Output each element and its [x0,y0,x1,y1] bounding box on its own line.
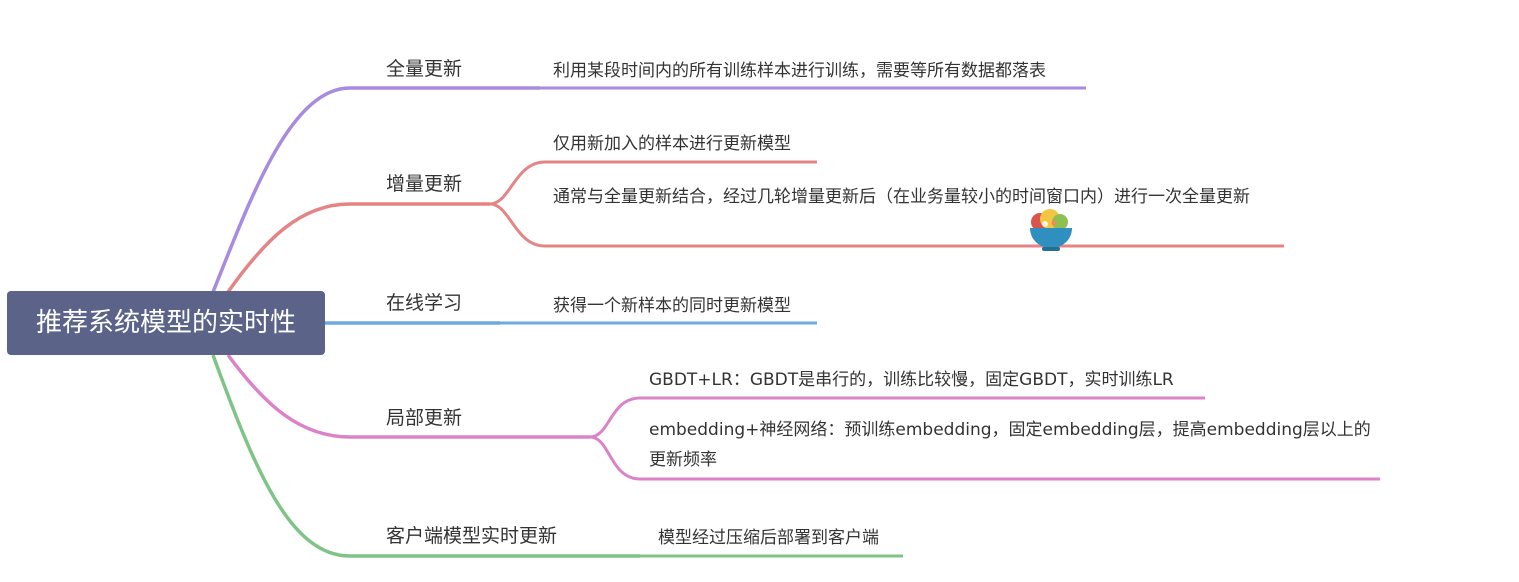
leaf-online-1[interactable]: 获得一个新样本的同时更新模型 [553,296,791,316]
leaf-line-incremental-1 [489,160,817,206]
leaf-line-partial-2 [589,435,1380,481]
salad-bowl-icon [1030,209,1072,251]
leaf-incremental-2[interactable]: 通常与全量更新结合，经过几轮增量更新后（在业务量较小的时间窗口内）进行一次全量更… [553,187,1250,207]
branch-client-realtime-update[interactable]: 客户端模型实时更新 [386,525,558,547]
leaf-line-partial-1 [589,396,1205,439]
branch-incremental-update[interactable]: 增量更新 [386,173,463,195]
branch-full-update[interactable]: 全量更新 [386,58,463,80]
leaf-partial-1[interactable]: GBDT+LR：GBDT是串行的，训练比较慢，固定GBDT，实时训练LR [649,370,1174,390]
root-topic[interactable]: 推荐系统模型的实时性 [7,291,325,355]
branch-online-learning[interactable]: 在线学习 [386,292,463,314]
leaf-client-1[interactable]: 模型经过压缩后部署到客户端 [658,528,879,548]
leaf-line-incremental-2 [489,202,1284,248]
connector-client-update [211,354,640,558]
connector-full-update [211,86,540,293]
leaf-partial-2[interactable]: embedding+神经网络：预训练embedding，固定embedding层… [649,420,1371,470]
branch-partial-update[interactable]: 局部更新 [386,407,463,429]
connector-incremental-update [226,202,490,294]
connector-partial-update [226,353,590,439]
leaf-incremental-1[interactable]: 仅用新加入的样本进行更新模型 [553,134,791,154]
leaf-full-update-1[interactable]: 利用某段时间内的所有训练样本进行训练，需要等所有数据都落表 [553,61,1046,81]
